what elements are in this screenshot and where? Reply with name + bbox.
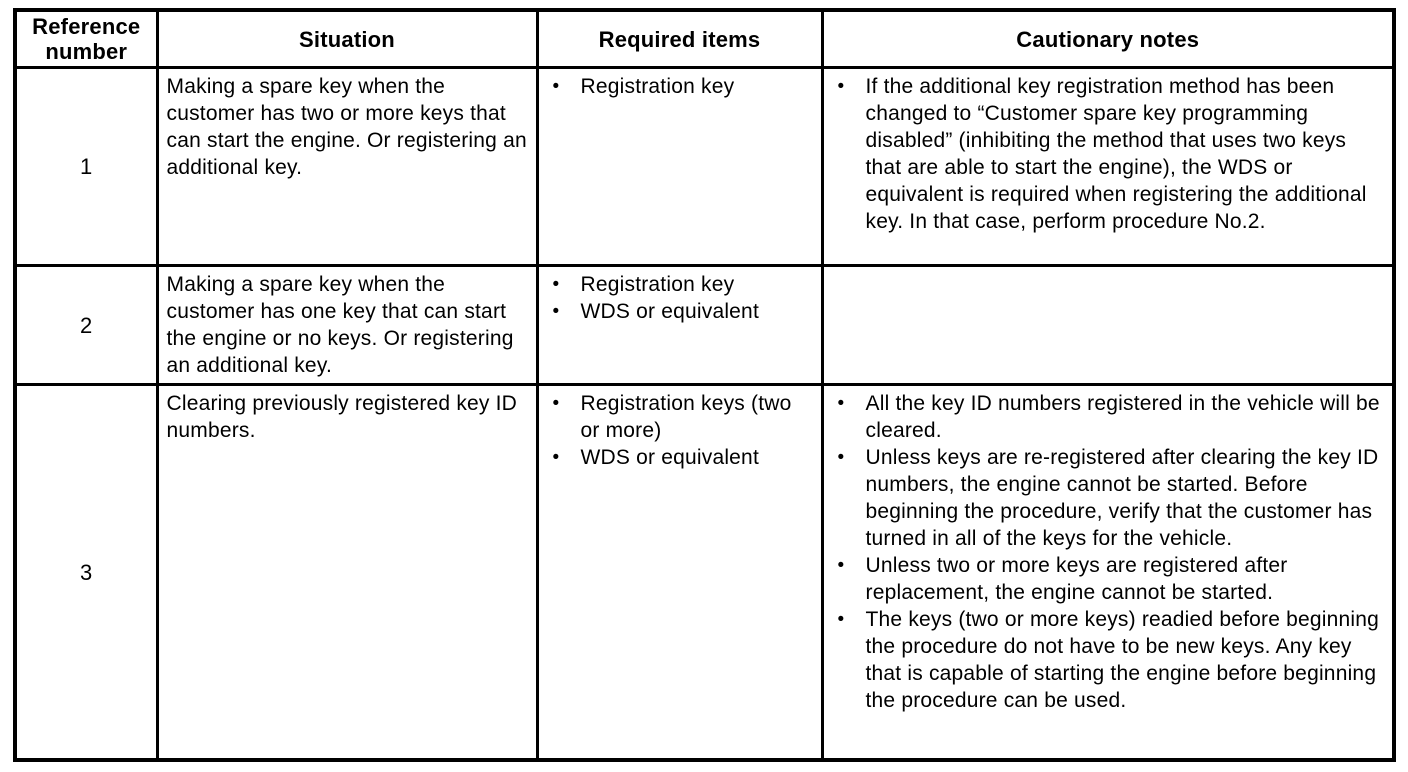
list-item: • Unless keys are re-registered after cl… <box>838 444 1385 552</box>
required-items-cell: • Registration key • WDS or equivalent <box>535 264 824 386</box>
bullet-icon: • <box>837 609 845 630</box>
required-item-text: WDS or equivalent <box>580 300 759 323</box>
header-situation: Situation <box>155 8 539 69</box>
list-item: • WDS or equivalent <box>553 444 813 471</box>
required-item-text: WDS or equivalent <box>580 446 759 469</box>
table-row-1: 1 Making a spare key when the customer h… <box>13 66 1396 267</box>
list-item: • The keys (two or more keys) readied be… <box>838 606 1385 714</box>
required-items-cell: • Registration key <box>535 66 824 267</box>
required-item-text: Registration key <box>580 75 735 98</box>
bullet-icon: • <box>837 76 845 97</box>
header-reference-number: Reference number <box>13 8 159 69</box>
list-item: • Registration key <box>553 271 813 298</box>
cautionary-notes-cell: • All the key ID numbers registered in t… <box>820 383 1396 762</box>
reference-number-cell: 1 <box>13 66 159 267</box>
key-registration-procedure-table-page: Reference number Situation Required item… <box>13 8 1396 762</box>
situation-cell: Clearing previously registered key ID nu… <box>155 383 539 762</box>
bullet-icon: • <box>837 555 845 576</box>
header-cautionary-notes: Cautionary notes <box>820 8 1396 69</box>
bullet-icon: • <box>552 447 560 468</box>
list-item: • Registration key <box>553 73 813 100</box>
list-item: • Registration keys (two or more) <box>553 390 813 444</box>
cautionary-note-text: Unless keys are re-registered after clea… <box>865 446 1379 550</box>
bullet-icon: • <box>552 393 560 414</box>
required-items-list: • Registration key <box>547 73 813 100</box>
reference-number-cell: 3 <box>13 383 159 762</box>
list-item: • Unless two or more keys are registered… <box>838 552 1385 606</box>
bullet-icon: • <box>552 301 560 322</box>
key-registration-procedure-table: Reference number Situation Required item… <box>13 8 1396 762</box>
cautionary-note-text: If the additional key registration metho… <box>865 75 1367 233</box>
bullet-icon: • <box>837 393 845 414</box>
required-item-text: Registration keys (two or more) <box>580 392 792 442</box>
cautionary-note-text: The keys (two or more keys) readied befo… <box>865 608 1379 712</box>
required-items-list: • Registration key • WDS or equivalent <box>547 271 813 325</box>
reference-number-cell: 2 <box>13 264 159 386</box>
required-items-cell: • Registration keys (two or more) • WDS … <box>535 383 824 762</box>
cautionary-note-text: Unless two or more keys are registered a… <box>865 554 1288 604</box>
list-item: • If the additional key registration met… <box>838 73 1385 235</box>
cautionary-notes-list: • If the additional key registration met… <box>832 73 1385 235</box>
list-item: • WDS or equivalent <box>553 298 813 325</box>
bullet-icon: • <box>552 76 560 97</box>
bullet-icon: • <box>552 274 560 295</box>
required-item-text: Registration key <box>580 273 735 296</box>
situation-cell: Making a spare key when the customer has… <box>155 66 539 267</box>
required-items-list: • Registration keys (two or more) • WDS … <box>547 390 813 471</box>
cautionary-note-text: All the key ID numbers registered in the… <box>865 392 1380 442</box>
cautionary-notes-list: • All the key ID numbers registered in t… <box>832 390 1385 714</box>
situation-cell: Making a spare key when the customer has… <box>155 264 539 386</box>
cautionary-notes-cell <box>820 264 1396 386</box>
table-header-row: Reference number Situation Required item… <box>13 8 1396 69</box>
table-row-2: 2 Making a spare key when the customer h… <box>13 264 1396 386</box>
cautionary-notes-cell: • If the additional key registration met… <box>820 66 1396 267</box>
bullet-icon: • <box>837 447 845 468</box>
list-item: • All the key ID numbers registered in t… <box>838 390 1385 444</box>
table-row-3: 3 Clearing previously registered key ID … <box>13 383 1396 762</box>
header-required-items: Required items <box>535 8 824 69</box>
